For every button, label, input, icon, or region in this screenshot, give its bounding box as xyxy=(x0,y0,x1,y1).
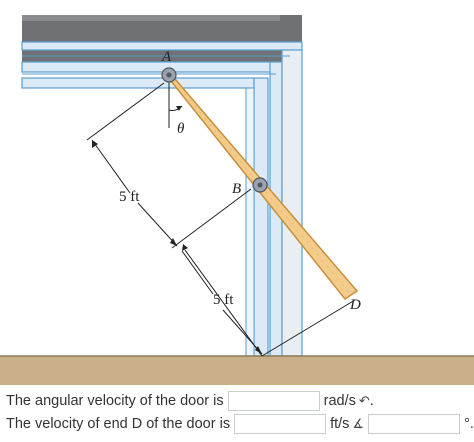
door-mechanism-figure: A B D θ 5 ft 5 ft xyxy=(0,15,474,385)
unit-ft-per-s: ft/s xyxy=(330,416,350,432)
angle-icon: ∡ xyxy=(352,416,365,431)
label-dim2: 5 ft xyxy=(213,292,234,308)
dimension-lines xyxy=(86,82,356,357)
question-suffix-1: . xyxy=(369,393,374,409)
counterclockwise-arrow-icon: ↶ xyxy=(358,393,370,408)
floor xyxy=(0,356,474,385)
dimension-arrows xyxy=(92,140,262,354)
velocity-d-angle-input[interactable] xyxy=(368,414,461,434)
question-row-velocity-d: The velocity of end D of the door is ft/… xyxy=(6,413,474,435)
question-row-angular-velocity: The angular velocity of the door is rad/… xyxy=(6,390,374,412)
ceiling-block xyxy=(22,15,302,65)
question-suffix-2: °. xyxy=(464,416,474,432)
label-theta: θ xyxy=(177,121,185,137)
label-D: D xyxy=(349,297,361,313)
angular-velocity-input[interactable] xyxy=(227,391,320,411)
unit-rad-per-s: rad/s xyxy=(323,393,356,409)
pin-A xyxy=(161,67,177,83)
velocity-d-magnitude-input[interactable] xyxy=(234,414,327,434)
label-B: B xyxy=(232,181,241,197)
label-dim1: 5 ft xyxy=(119,189,140,205)
door-frame xyxy=(21,41,303,357)
question-text-angular-velocity: The angular velocity of the door is xyxy=(6,393,224,409)
question-text-velocity-d: The velocity of end D of the door is xyxy=(6,416,231,432)
label-A: A xyxy=(161,49,172,65)
pin-B xyxy=(252,177,268,193)
